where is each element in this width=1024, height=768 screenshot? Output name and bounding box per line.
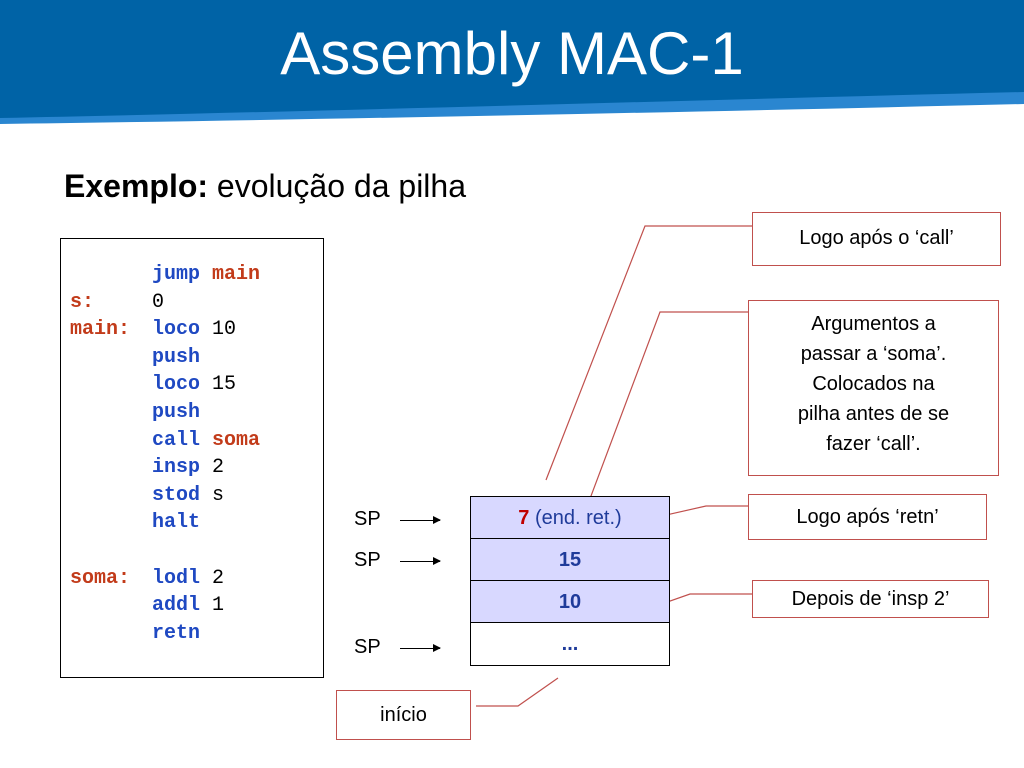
- code-statement: addl 1: [152, 592, 224, 620]
- code-instruction: retn: [152, 621, 201, 645]
- callout-line: passar a ‘soma’.: [800, 343, 947, 365]
- header-decoration: [0, 92, 1024, 130]
- code-instruction: loco: [152, 373, 201, 397]
- stack-cell-value: 15: [558, 549, 582, 571]
- code-instruction: addl: [152, 594, 201, 618]
- code-statement: halt: [152, 509, 200, 537]
- code-label: soma:: [70, 566, 131, 590]
- code-statement: loco 10: [152, 316, 236, 344]
- code-instruction: insp: [152, 456, 201, 480]
- code-statement: retn: [152, 620, 200, 648]
- callout-line: Argumentos a: [811, 313, 936, 335]
- stack-cell-value: 10: [558, 591, 582, 613]
- title-bar: Assembly MAC-1: [0, 0, 1024, 130]
- code-operand: 1: [212, 594, 225, 618]
- code-operand: soma: [212, 428, 261, 452]
- subtitle-bold: Exemplo:: [64, 168, 209, 204]
- stack-cell-base: ...: [471, 623, 669, 665]
- code-instruction: loco: [152, 318, 201, 342]
- callout-line: Colocados na: [812, 373, 935, 395]
- callout-line: fazer ‘call’.: [826, 433, 921, 455]
- stack-cell-value: ...: [561, 633, 579, 655]
- sp-label-after-retn: SP: [354, 549, 381, 571]
- code-operand: 2: [212, 566, 225, 590]
- callout-line: pilha antes de se: [797, 403, 950, 425]
- callout-after-insp: Depois de ‘insp 2’: [752, 580, 989, 618]
- stack-cell-return: 7 (end. ret.): [471, 497, 669, 539]
- callout-arguments: Argumentos a passar a ‘soma’. Colocados …: [748, 300, 999, 476]
- code-operand: main: [212, 263, 261, 286]
- callout-after-retn: Logo após ‘retn’: [748, 494, 987, 540]
- stack-cell-arg-15: 15: [471, 539, 669, 581]
- code-statement: loco 15: [152, 371, 236, 399]
- callout-start: início: [336, 690, 471, 740]
- sp-arrow-after-retn: [400, 557, 441, 565]
- sp-arrow-after-call: [400, 516, 441, 524]
- callout-after-call: Logo após o ‘call’: [752, 212, 1001, 266]
- code-instruction: push: [152, 401, 201, 424]
- sp-arrow-start: [400, 644, 441, 652]
- code-statement: call soma: [152, 427, 260, 455]
- code-label: main:: [70, 318, 131, 342]
- code-instruction: push: [152, 345, 201, 369]
- code-statement: 0: [152, 289, 164, 317]
- code-instruction: call: [152, 428, 201, 452]
- code-instruction: lodl: [152, 566, 201, 590]
- code-instruction: stod: [152, 483, 201, 507]
- code-operand: 10: [212, 318, 237, 342]
- sp-label-after-call: SP: [354, 508, 381, 530]
- code-operand: s: [212, 483, 225, 507]
- sp-label-start: SP: [354, 636, 381, 658]
- code-operand: 2: [212, 456, 225, 480]
- stack-diagram: 7 (end. ret.) 15 10 ...: [470, 496, 670, 666]
- stack-cell-note: (end. ret.): [529, 507, 622, 529]
- code-instruction: halt: [152, 511, 201, 535]
- code-instruction: jump: [152, 263, 201, 286]
- slide-title: Assembly MAC-1: [280, 20, 744, 87]
- code-statement: insp 2: [152, 454, 224, 482]
- subtitle-text: evolução da pilha: [208, 168, 466, 204]
- code-statement: jump main: [152, 261, 260, 289]
- code-statement: stod s: [152, 482, 224, 510]
- slide-subtitle: Exemplo: evolução da pilha: [64, 168, 466, 205]
- code-statement: lodl 2: [152, 565, 224, 593]
- code-statement: push: [152, 399, 200, 427]
- code-operand: 15: [212, 373, 237, 397]
- code-operand: 0: [152, 290, 165, 314]
- stack-cell-value: 7: [518, 507, 530, 529]
- stack-cell-arg-10: 10: [471, 581, 669, 623]
- code-label: s:: [70, 290, 95, 314]
- code-statement: push: [152, 344, 200, 372]
